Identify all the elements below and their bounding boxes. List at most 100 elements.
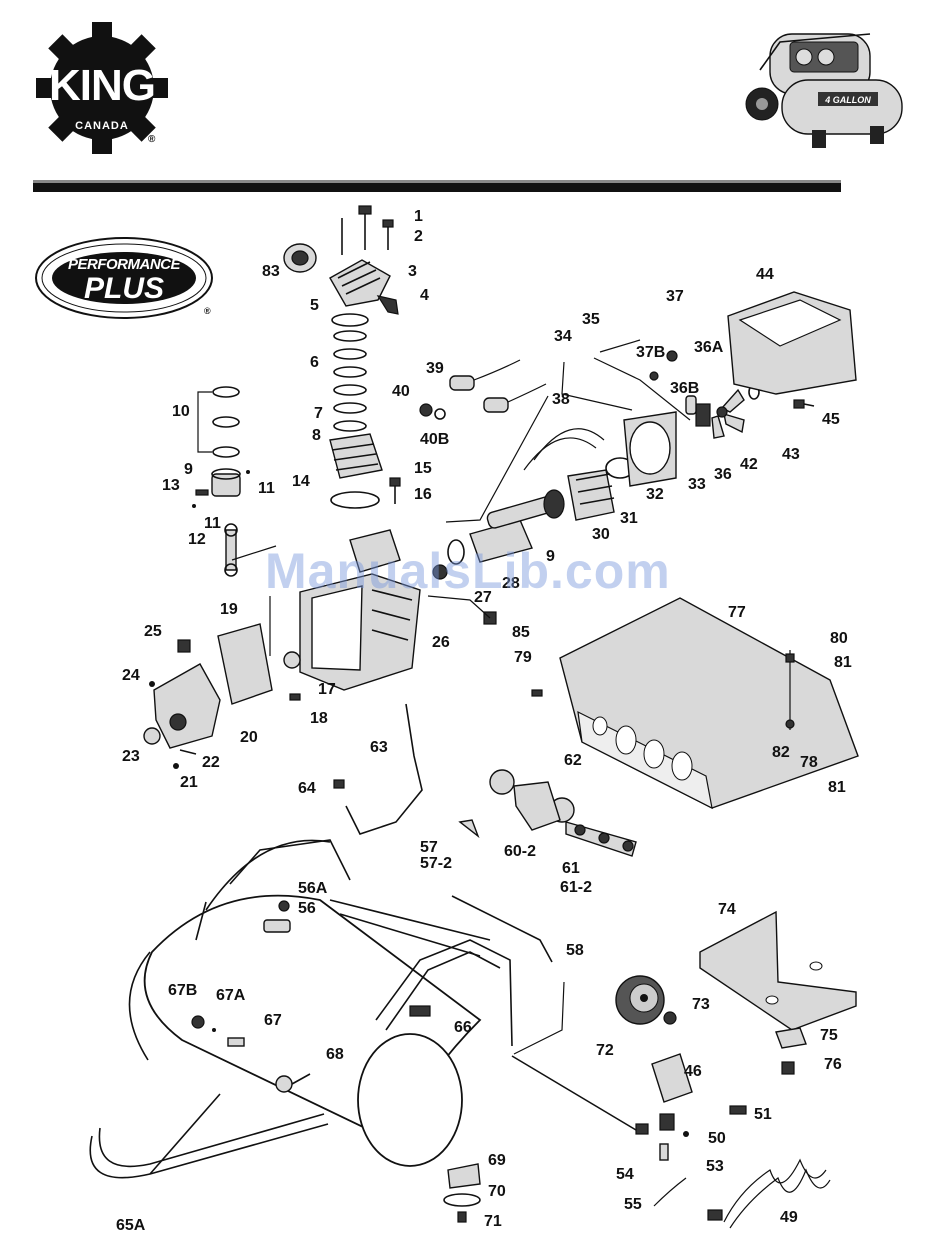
part-label: 36 bbox=[714, 466, 732, 483]
part-label: 78 bbox=[800, 754, 818, 771]
part-73 bbox=[663, 1011, 677, 1025]
part-15-16-bolt bbox=[389, 477, 401, 504]
compressor-product-illustration: 4 GALLON bbox=[745, 33, 903, 148]
part-label: 76 bbox=[824, 1056, 842, 1073]
part-67a bbox=[212, 1028, 216, 1032]
part-label: 64 bbox=[298, 780, 316, 797]
part-label: 53 bbox=[706, 1158, 724, 1175]
part-label: 35 bbox=[582, 311, 600, 328]
part-68 bbox=[275, 1073, 311, 1093]
part-55 bbox=[653, 1177, 687, 1207]
part-label: 12 bbox=[188, 531, 206, 548]
part-76 bbox=[781, 1061, 795, 1075]
part-14-gasket bbox=[330, 491, 380, 509]
part-label: 31 bbox=[620, 510, 638, 527]
part-46-switch bbox=[651, 1053, 693, 1131]
part-label: 22 bbox=[202, 754, 220, 771]
part-67 bbox=[227, 1037, 245, 1047]
part-79 bbox=[531, 689, 543, 697]
part-1-2-bolts bbox=[341, 205, 394, 255]
part-69-71-feet bbox=[443, 1163, 481, 1223]
part-label: 2 bbox=[414, 228, 423, 245]
part-label: 46 bbox=[684, 1063, 702, 1080]
stator-wires bbox=[523, 437, 597, 471]
part-label: 18 bbox=[310, 710, 328, 727]
part-label: 80 bbox=[830, 630, 848, 647]
part-label: 85 bbox=[512, 624, 530, 641]
part-label: 77 bbox=[728, 604, 746, 621]
part-20-head bbox=[153, 663, 221, 749]
part-label: 81 bbox=[834, 654, 852, 671]
part-44-shroud bbox=[727, 291, 857, 395]
part-40b bbox=[434, 408, 446, 420]
part-label: 57-2 bbox=[420, 855, 452, 872]
part-64 bbox=[333, 779, 345, 789]
part-label: 27 bbox=[474, 589, 492, 606]
part-label: 45 bbox=[822, 411, 840, 428]
part-label: 83 bbox=[262, 263, 280, 280]
part-75 bbox=[775, 1027, 807, 1049]
part-5-6-7-gaskets bbox=[331, 313, 369, 432]
part-label: 36B bbox=[670, 380, 699, 397]
part-53 bbox=[659, 1143, 669, 1161]
part-label: 19 bbox=[220, 601, 238, 618]
part-label: 67B bbox=[168, 982, 197, 999]
part-label: 79 bbox=[514, 649, 532, 666]
part-label: 10 bbox=[172, 403, 190, 420]
king-canada-logo: KING CANADA ® bbox=[36, 22, 168, 154]
part-13-pin bbox=[195, 489, 209, 496]
part-82 bbox=[785, 719, 795, 729]
part-label: 61-2 bbox=[560, 879, 592, 896]
part-50 bbox=[683, 1131, 689, 1137]
part-label: 82 bbox=[772, 744, 790, 761]
brand-name: KING bbox=[49, 61, 156, 110]
badge-oval bbox=[35, 237, 213, 319]
part-label: 57 bbox=[420, 839, 438, 856]
part-60-62-manifold bbox=[489, 769, 637, 857]
part-label: 65A bbox=[116, 1217, 146, 1234]
part-label: 32 bbox=[646, 486, 664, 503]
part-label: 62 bbox=[564, 752, 582, 769]
brand-sub: CANADA bbox=[75, 120, 129, 132]
part-label: 37 bbox=[666, 288, 684, 305]
part-label: 42 bbox=[740, 456, 758, 473]
part-label: 26 bbox=[432, 634, 450, 651]
lead-72 bbox=[513, 981, 565, 1055]
part-label: 44 bbox=[756, 266, 774, 283]
part-54 bbox=[635, 1123, 649, 1135]
part-label: 23 bbox=[122, 748, 140, 765]
part-66 bbox=[409, 1005, 431, 1017]
badge-line1: PERFORMANCE bbox=[67, 256, 181, 273]
part-label: 75 bbox=[820, 1027, 838, 1044]
part-label: 7 bbox=[314, 405, 323, 422]
part-57 bbox=[458, 819, 480, 839]
part-label: 66 bbox=[454, 1019, 472, 1036]
part-80 bbox=[785, 653, 795, 663]
header-divider bbox=[33, 180, 841, 192]
part-40 bbox=[419, 403, 433, 417]
part-label: 38 bbox=[552, 391, 570, 408]
badge-line2: PLUS bbox=[83, 272, 164, 305]
part-number-labels: 1 2 3 4 5 6 7 8 9 10 11 11 12 13 14 15 1… bbox=[116, 208, 852, 1234]
part-label: 40 bbox=[392, 383, 410, 400]
part-label: 1 bbox=[414, 208, 423, 225]
part-label: 9 bbox=[184, 461, 193, 478]
part-label: 56A bbox=[298, 880, 328, 897]
part-37b bbox=[649, 371, 659, 381]
part-23 bbox=[143, 727, 161, 745]
part-label: 13 bbox=[162, 477, 180, 494]
part-3-cylinder-head bbox=[329, 259, 399, 315]
part-label: 61 bbox=[562, 860, 580, 877]
part-label: 30 bbox=[592, 526, 610, 543]
part-21 bbox=[173, 763, 179, 769]
part-11-clip-b bbox=[192, 504, 196, 508]
part-label: 24 bbox=[122, 667, 140, 684]
part-12-connecting-rod bbox=[224, 523, 238, 577]
part-30-31 bbox=[543, 469, 615, 521]
part-label: 25 bbox=[144, 623, 162, 640]
part-label: 17 bbox=[318, 681, 336, 698]
part-label: 58 bbox=[566, 942, 584, 959]
part-label: 15 bbox=[414, 460, 432, 477]
part-58-tube bbox=[451, 895, 553, 963]
